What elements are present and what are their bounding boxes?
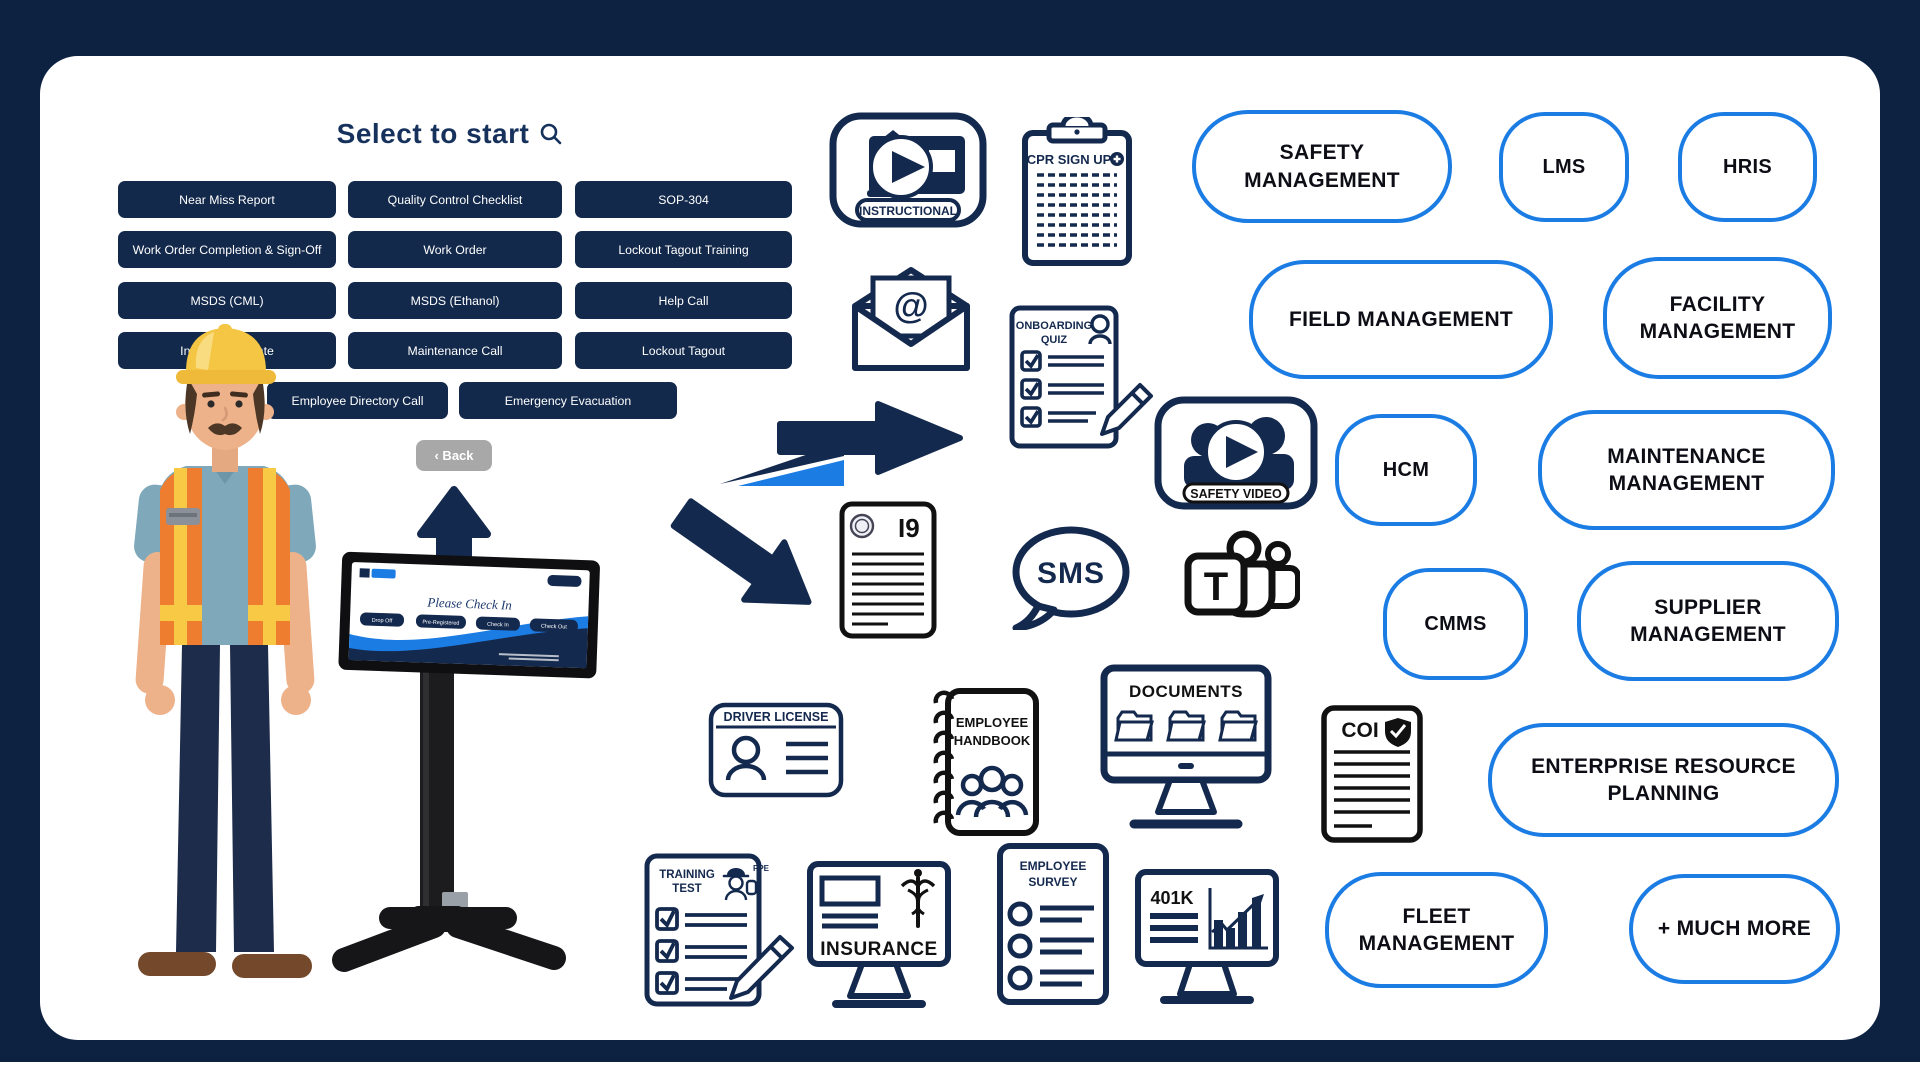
documents-monitor-icon: DOCUMENTS <box>1100 664 1272 845</box>
401k-monitor-icon: 401K <box>1134 868 1280 1011</box>
pencil-icon <box>729 935 794 1000</box>
kiosk-button-maintenance-call[interactable]: Maintenance Call <box>348 332 562 369</box>
svg-text:401K: 401K <box>1150 888 1193 908</box>
integration-pill-maintenance-management: MAINTENANCE MANAGEMENT <box>1538 410 1835 530</box>
safety-video-icon: SAFETY VIDEO <box>1154 396 1318 515</box>
cpr-signup-clipboard-icon: CPR SIGN UP <box>1019 112 1135 274</box>
kiosk-button-lockout-tagout[interactable]: Lockout Tagout <box>575 332 792 369</box>
svg-text:I9: I9 <box>898 513 920 543</box>
svg-text:EMPLOYEE: EMPLOYEE <box>1020 859 1087 873</box>
integration-pill-hcm: HCM <box>1335 414 1477 526</box>
arrow-diagonal-icon <box>662 498 827 623</box>
teams-icon: T <box>1180 530 1301 633</box>
back-button[interactable]: ‹ Back <box>416 440 492 471</box>
kiosk-button-employee-directory-call[interactable]: Employee Directory Call <box>267 382 448 419</box>
coi-document-icon: COI <box>1320 704 1424 849</box>
arrow-right-icon <box>718 398 963 495</box>
i9-form-icon: I9 <box>838 500 938 645</box>
ppe-icon: PPE <box>722 864 770 901</box>
integration-pill-safety-management: SAFETY MANAGEMENT <box>1192 110 1452 223</box>
kiosk-button-lockout-tagout-training[interactable]: Lockout Tagout Training <box>575 231 792 268</box>
integration-pill-lms: LMS <box>1499 112 1629 222</box>
training-test-icon: TRAINING TEST PPE <box>643 848 803 1015</box>
svg-text:SMS: SMS <box>1037 557 1105 590</box>
employee-survey-icon: EMPLOYEE SURVEY <box>996 842 1110 1011</box>
page-title-text: Select to start <box>336 118 530 149</box>
svg-text:T: T <box>1204 565 1228 609</box>
driver-license-icon: DRIVER LICENSE <box>708 702 844 803</box>
svg-text:QUIZ: QUIZ <box>1041 334 1068 346</box>
insurance-monitor-icon: INSURANCE <box>806 860 952 1015</box>
svg-text:@: @ <box>893 285 928 326</box>
kiosk-button-emergency-evacuation[interactable]: Emergency Evacuation <box>459 382 677 419</box>
kiosk-button-msds-cml[interactable]: MSDS (CML) <box>118 282 336 319</box>
instructional-video-icon: INSTRUCTIONAL <box>829 112 987 233</box>
page-title: Select to start <box>290 118 610 150</box>
svg-text:ONBOARDING: ONBOARDING <box>1016 320 1092 332</box>
svg-text:EMPLOYEE: EMPLOYEE <box>956 715 1029 730</box>
employee-handbook-icon: EMPLOYEE HANDBOOK <box>926 687 1040 842</box>
kiosk-button-quality-control-checklist[interactable]: Quality Control Checklist <box>348 181 562 218</box>
svg-text:SAFETY VIDEO: SAFETY VIDEO <box>1190 487 1282 501</box>
svg-text:HANDBOOK: HANDBOOK <box>954 733 1031 748</box>
svg-text:INSTRUCTIONAL: INSTRUCTIONAL <box>859 204 957 218</box>
svg-text:SURVEY: SURVEY <box>1028 875 1077 889</box>
sms-bubble-icon: SMS <box>1008 524 1134 635</box>
svg-text:CPR SIGN UP: CPR SIGN UP <box>1027 152 1112 167</box>
svg-text:TRAINING: TRAINING <box>659 869 715 881</box>
kiosk-button-work-order-completion[interactable]: Work Order Completion & Sign-Off <box>118 231 336 268</box>
kiosk-button-sop-304[interactable]: SOP-304 <box>575 181 792 218</box>
svg-text:PPE: PPE <box>753 864 770 873</box>
svg-text:COI: COI <box>1341 719 1378 742</box>
integration-pill-supplier-management: SUPPLIER MANAGEMENT <box>1577 561 1839 681</box>
integration-pill-field-management: FIELD MANAGEMENT <box>1249 260 1553 379</box>
caduceus-icon <box>900 869 936 928</box>
pencil-icon <box>1100 383 1153 436</box>
svg-text:DOCUMENTS: DOCUMENTS <box>1129 682 1243 701</box>
kiosk-button-help-call[interactable]: Help Call <box>575 282 792 319</box>
integration-pill-cmms: CMMS <box>1383 568 1528 680</box>
kiosk-button-work-order[interactable]: Work Order <box>348 231 562 268</box>
integration-pill-enterprise-resource-planning: ENTERPRISE RESOURCE PLANNING <box>1488 723 1839 837</box>
kiosk-button-msds-ethanol[interactable]: MSDS (Ethanol) <box>348 282 562 319</box>
kiosk-button-inventory-update[interactable]: Inventory Update <box>118 332 336 369</box>
email-icon: @ <box>847 262 975 381</box>
integration-pill-facility-management: FACILITY MANAGEMENT <box>1603 257 1832 379</box>
bottom-strip <box>0 1062 1920 1080</box>
svg-text:INSURANCE: INSURANCE <box>820 939 937 960</box>
integration-pill-much-more: + MUCH MORE <box>1629 874 1840 984</box>
integration-pill-fleet-management: FLEET MANAGEMENT <box>1325 872 1548 988</box>
onboarding-quiz-icon: ONBOARDING QUIZ <box>1008 302 1160 457</box>
integration-pill-hris: HRIS <box>1678 112 1817 222</box>
svg-text:TEST: TEST <box>672 883 701 895</box>
kiosk-button-near-miss-report[interactable]: Near Miss Report <box>118 181 336 218</box>
svg-text:DRIVER LICENSE: DRIVER LICENSE <box>724 710 829 724</box>
search-icon <box>541 123 562 145</box>
